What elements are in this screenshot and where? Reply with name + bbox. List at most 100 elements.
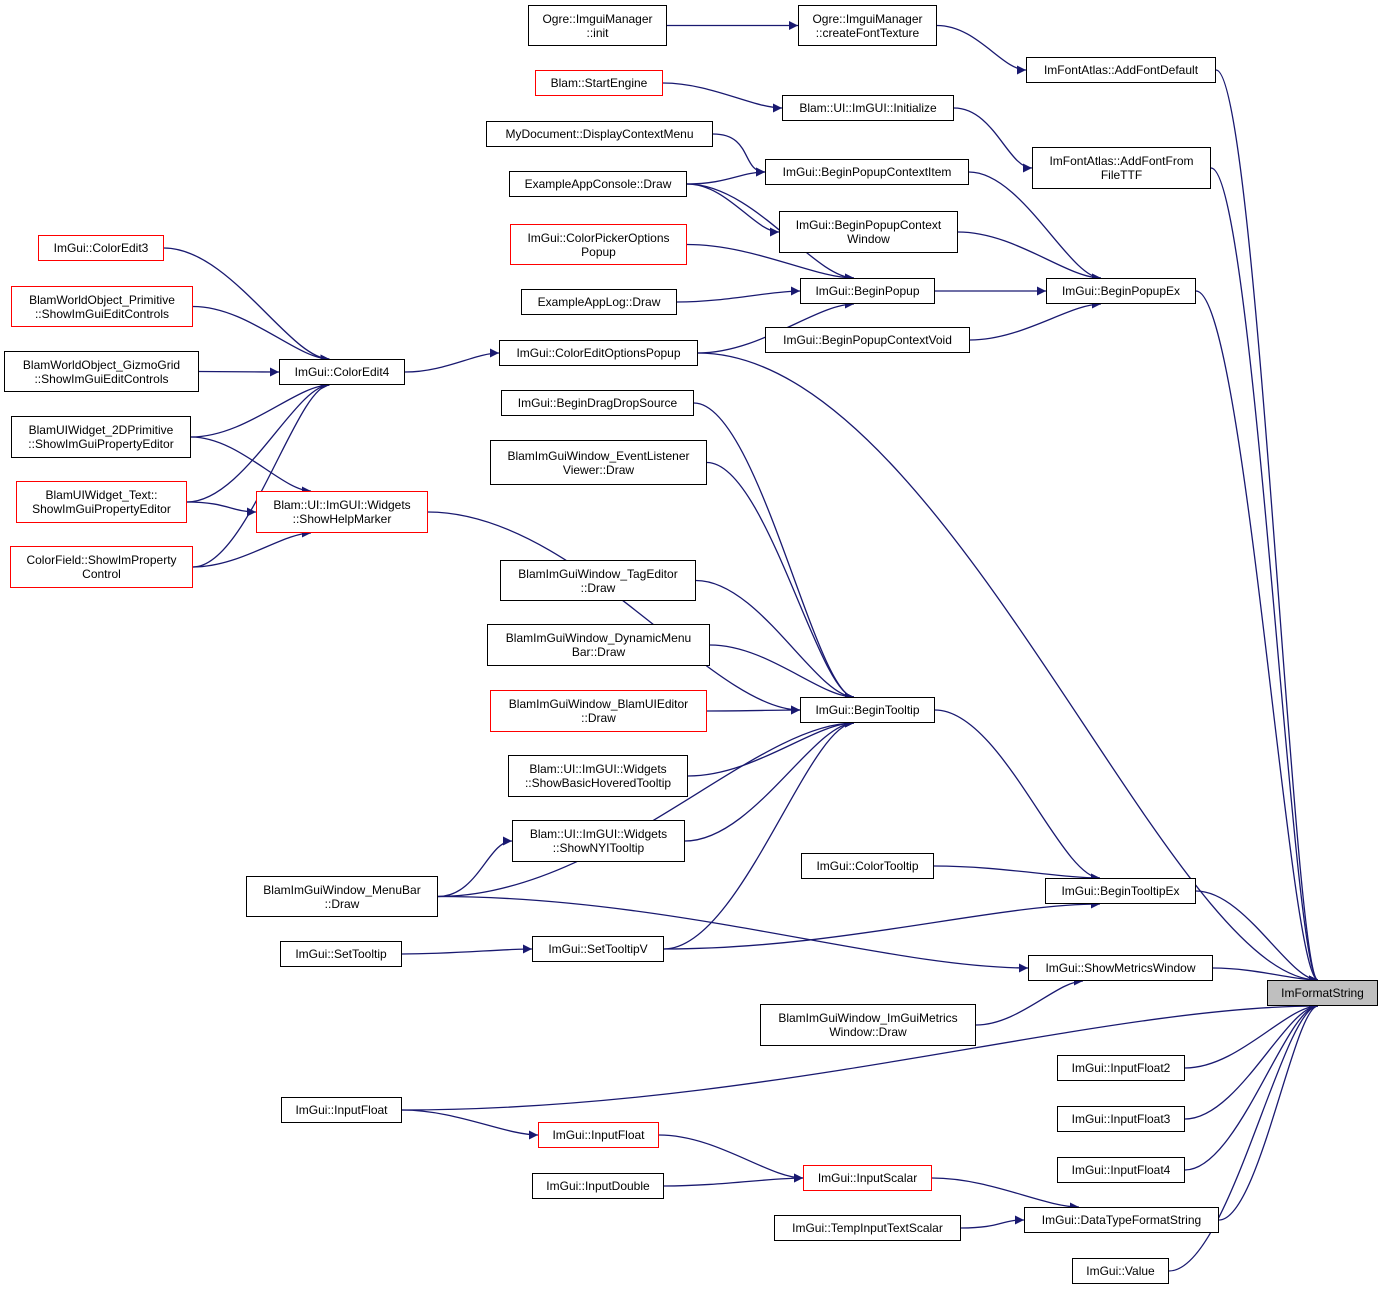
call-edge: [684, 718, 855, 842]
graph-node[interactable]: ExampleAppLog::Draw: [521, 289, 677, 315]
node-label: BlamImGuiWindow_DynamicMenu: [505, 631, 692, 645]
graph-node[interactable]: ImFormatString: [1267, 980, 1378, 1006]
node-label: Blam::UI::ImGUI::Initialize: [799, 101, 937, 115]
call-edge: [709, 644, 855, 702]
graph-node[interactable]: ImGui::ColorTooltip: [801, 853, 934, 879]
graph-node[interactable]: ImGui::BeginPopupContextVoid: [765, 327, 970, 353]
graph-node[interactable]: MyDocument::DisplayContextMenu: [486, 121, 713, 147]
graph-node[interactable]: ImGui::InputFloat4: [1057, 1157, 1185, 1183]
node-label: ::Draw: [324, 896, 360, 911]
node-label: Blam::UI::ImGUI::Widgets: [529, 762, 667, 776]
graph-node[interactable]: BlamUIWidget_Text::ShowImGuiPropertyEdit…: [16, 481, 187, 523]
node-label: ImGui::BeginPopupEx: [1061, 284, 1181, 298]
graph-node[interactable]: ImGui::InputFloat: [538, 1122, 659, 1148]
graph-node[interactable]: ImGui::SetTooltip: [280, 941, 402, 967]
graph-node[interactable]: Blam::StartEngine: [535, 70, 663, 96]
graph-node[interactable]: BlamImGuiWindow_MenuBar::Draw: [246, 876, 438, 917]
call-edge: [968, 171, 1102, 283]
call-edge: [686, 243, 855, 283]
node-label: Ogre::ImguiManager: [542, 11, 653, 26]
graph-node[interactable]: Ogre::ImguiManager::init: [528, 5, 667, 46]
call-edge: [1168, 1001, 1319, 1272]
node-label: ::ShowImGuiEditControls: [34, 371, 169, 386]
call-edge: [693, 402, 855, 702]
graph-node[interactable]: ImGui::InputFloat3: [1057, 1106, 1185, 1132]
node-label: ImGui::InputFloat3: [1071, 1112, 1171, 1126]
call-edge: [198, 367, 280, 377]
node-label: ColorField::ShowImProperty: [26, 553, 177, 567]
node-label: Blam::UI::ImGUI::Widgets: [529, 827, 668, 841]
graph-node[interactable]: ImGui::ColorEdit3: [38, 235, 164, 261]
node-label: Popup: [581, 244, 616, 259]
graph-node[interactable]: ImGui::SetTooltipV: [532, 936, 664, 962]
node-label: Control: [82, 567, 121, 581]
graph-node[interactable]: Ogre::ImguiManager::createFontTexture: [798, 5, 937, 46]
node-label: BlamImGuiWindow_BlamUIEditor: [508, 697, 689, 711]
graph-node[interactable]: Blam::UI::ImGUI::Widgets::ShowHelpMarker: [256, 491, 428, 533]
node-label: ::ShowHelpMarker: [292, 512, 392, 526]
call-edge: [404, 348, 500, 373]
node-label: Bar::Draw: [571, 645, 626, 659]
call-edge: [712, 133, 766, 177]
call-edge: [1184, 1001, 1319, 1120]
graph-node[interactable]: BlamWorldObject_GizmoGrid::ShowImGuiEdit…: [4, 351, 199, 392]
graph-node[interactable]: ExampleAppConsole::Draw: [509, 171, 687, 197]
graph-node[interactable]: ImGui::DataTypeFormatString: [1024, 1207, 1219, 1233]
graph-node[interactable]: ImGui::BeginTooltipEx: [1045, 878, 1196, 904]
call-edge: [663, 899, 1101, 950]
call-edge: [1210, 167, 1319, 985]
node-label: FileTTF: [1100, 168, 1143, 182]
node-label: ExampleAppLog::Draw: [537, 295, 661, 309]
node-label: ImGui::DataTypeFormatString: [1041, 1213, 1202, 1227]
node-label: ::init: [586, 25, 609, 40]
graph-node[interactable]: ImGui::ColorEditOptionsPopup: [499, 340, 698, 366]
call-edge: [687, 718, 855, 777]
graph-node[interactable]: ImGui::TempInputTextScalar: [774, 1215, 961, 1241]
graph-node[interactable]: ImGui::ColorEdit4: [279, 359, 405, 385]
node-label: BlamUIWidget_2DPrimitive: [28, 423, 174, 437]
node-label: ImFontAtlas::AddFontFrom: [1049, 154, 1194, 168]
node-label: ImGui::Value: [1086, 1264, 1155, 1278]
node-label: ImGui::InputFloat4: [1071, 1163, 1171, 1177]
graph-node[interactable]: ImGui::InputFloat2: [1057, 1055, 1185, 1081]
graph-node[interactable]: BlamUIWidget_2DPrimitive::ShowImGuiPrope…: [11, 416, 191, 458]
graph-node[interactable]: Blam::UI::ImGUI::Widgets::ShowNYITooltip: [512, 820, 685, 862]
graph-node[interactable]: BlamWorldObject_Primitive::ShowImGuiEdit…: [11, 286, 193, 327]
graph-node[interactable]: ImGui::InputFloat: [281, 1097, 402, 1123]
node-label: ImGui::ColorPickerOptions: [527, 230, 670, 245]
node-label: ::ShowImGuiPropertyEditor: [28, 437, 174, 451]
node-label: ImGui::BeginPopupContextVoid: [783, 333, 952, 347]
graph-node[interactable]: Blam::UI::ImGUI::Initialize: [782, 95, 954, 121]
node-label: ExampleAppConsole::Draw: [524, 177, 672, 191]
graph-node[interactable]: ImFontAtlas::AddFontDefault: [1026, 57, 1216, 83]
node-label: ImGui::SetTooltipV: [548, 942, 648, 956]
graph-node[interactable]: ImGui::InputScalar: [803, 1165, 932, 1191]
graph-node[interactable]: BlamImGuiWindow_TagEditor::Draw: [500, 560, 696, 601]
node-label: ::ShowNYITooltip: [552, 841, 645, 855]
graph-node[interactable]: ImGui::BeginTooltip: [800, 697, 935, 723]
graph-node[interactable]: ImGui::BeginPopupContextItem: [765, 159, 969, 185]
node-label: BlamImGuiWindow_EventListener: [507, 448, 690, 463]
call-edge: [686, 167, 766, 185]
call-edge: [163, 247, 330, 364]
graph-node[interactable]: ImGui::ShowMetricsWindow: [1028, 955, 1213, 981]
graph-node[interactable]: ImGui::Value: [1072, 1258, 1169, 1284]
graph-node[interactable]: ImGui::BeginPopupEx: [1046, 278, 1196, 304]
call-edge: [192, 305, 330, 364]
graph-node[interactable]: BlamImGuiWindow_BlamUIEditor::Draw: [490, 690, 707, 732]
node-label: Window: [847, 232, 890, 246]
call-edge: [437, 718, 855, 898]
graph-node[interactable]: ImGui::InputDouble: [532, 1173, 664, 1199]
graph-node[interactable]: ImGui::BeginPopup: [800, 278, 935, 304]
call-edge: [658, 1134, 804, 1183]
graph-node[interactable]: ImGui::BeginDragDropSource: [501, 390, 694, 416]
call-edge: [695, 579, 855, 702]
graph-node[interactable]: Blam::UI::ImGUI::Widgets::ShowBasicHover…: [508, 755, 688, 797]
